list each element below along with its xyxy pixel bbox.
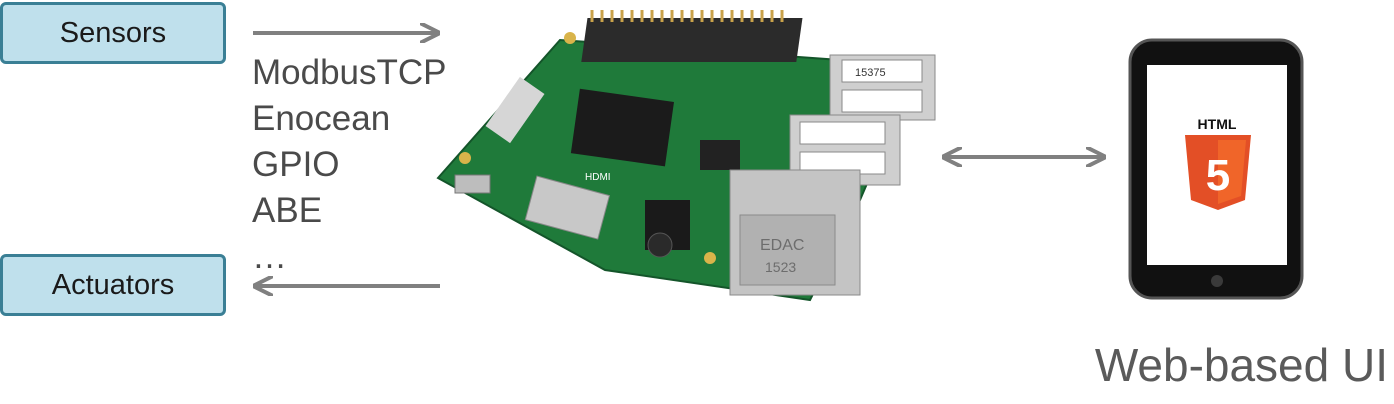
raspberry-pi-board: HDMI 15375 EDAC 1523 [436, 10, 936, 302]
ethernet-port-icon: EDAC 1523 [729, 169, 861, 296]
protocol-item: ModbusTCP [252, 53, 447, 92]
micro-usb-port-icon [454, 174, 491, 194]
protocol-item: ABE [252, 191, 323, 230]
svg-text:15375: 15375 [855, 67, 886, 79]
sensors-label: Sensors [59, 16, 167, 49]
svg-text:HTML: HTML [1198, 116, 1237, 132]
svg-text:5: 5 [1206, 151, 1230, 200]
tablet-icon: HTML 5 [1128, 38, 1304, 300]
gpio-header-icon [581, 10, 803, 62]
protocol-list: ModbusTCP Enocean GPIO ABE … [252, 50, 447, 280]
soc-chip [570, 88, 674, 167]
svg-text:1523: 1523 [765, 259, 796, 275]
web-ui-title: Web-based UI [1094, 339, 1388, 391]
svg-text:EDAC: EDAC [760, 237, 804, 254]
actuators-label: Actuators [51, 268, 175, 301]
protocol-item: … [252, 237, 287, 276]
sensors-box: Sensors [0, 2, 226, 64]
html5-shield-icon: 5 [1185, 135, 1251, 210]
protocol-item: Enocean [252, 99, 391, 138]
audio-jack-icon [645, 200, 690, 258]
protocol-item: GPIO [252, 145, 340, 184]
usb-ports-icon: 15375 [789, 54, 936, 186]
actuators-box: Actuators [0, 254, 226, 316]
svg-text:HDMI: HDMI [585, 172, 611, 183]
hdmi-port-icon: HDMI [524, 172, 611, 240]
